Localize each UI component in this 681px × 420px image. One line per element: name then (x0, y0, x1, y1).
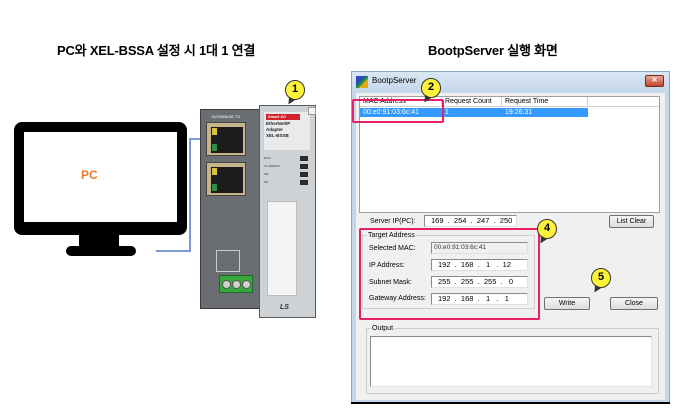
power-terminal-block (219, 275, 253, 293)
led-ns: NS (264, 180, 310, 185)
request-list[interactable]: MAC Address Request Count Request Time 0… (359, 96, 660, 213)
window-close-button[interactable]: ✕ (645, 75, 664, 87)
write-button[interactable]: Write (544, 297, 590, 310)
output-textarea[interactable] (370, 336, 652, 387)
smart-io-tag: Smart I/O (266, 114, 300, 120)
pc-monitor-icon: PC (14, 122, 187, 235)
ip-address-input[interactable]: 192 . 168 . 1 . 12 (431, 259, 528, 271)
list-clear-button[interactable]: List Clear (609, 215, 654, 228)
column-empty (588, 97, 661, 107)
device-front-panel: Smart I/O EtherNet/IP Adapter XEL-BSSB R… (259, 105, 316, 318)
device-sticker (267, 201, 297, 296)
output-group: Output (366, 324, 659, 394)
output-title: Output (371, 324, 395, 333)
row-time: 19:26:31 (505, 109, 533, 116)
device-model-text: EtherNet/IP Adapter XEL-BSSB (266, 121, 291, 138)
ethernet-cable-pc-end (156, 250, 191, 252)
ip-address-label: IP Address: (369, 262, 405, 269)
device-port-panel: 10/100BASE-TX (200, 109, 260, 309)
left-heading: PC와 XEL-BSSA 설정 시 1대 1 연결 (57, 43, 256, 58)
window-client-area: MAC Address Request Count Request Time 0… (356, 93, 665, 400)
monitor-neck (79, 235, 119, 249)
column-request-count[interactable]: Request Count (442, 97, 502, 107)
ethernet-cable (189, 138, 191, 251)
list-header: MAC Address Request Count Request Time (360, 97, 659, 107)
ethernet-port-2 (206, 162, 246, 196)
bootpserver-window: BootpServer ✕ MAC Address Request Count … (351, 71, 670, 404)
pc-label: PC (81, 168, 98, 182)
list-row-selected[interactable]: 00:e0:91:03:6c:41 1 19:26:31 (360, 108, 588, 117)
monitor-screen (24, 132, 177, 222)
selected-mac-label: Selected MAC: (369, 245, 416, 252)
server-ip-label: Server IP(PC): (370, 218, 416, 225)
mac-row-highlight (352, 99, 444, 123)
window-title: BootpServer (372, 76, 417, 85)
subnet-mask-input[interactable]: 255 . 255 . 255 . 0 (431, 276, 528, 288)
close-button[interactable]: Close (610, 297, 658, 310)
callout-5: 5 (591, 268, 611, 288)
xel-bssa-device: 10/100BASE-TX Smart I/O EtherNet/IP Adap… (200, 105, 316, 318)
window-bottom-edge (351, 402, 670, 404)
callout-4: 4 (537, 219, 557, 239)
row-count: 1 (445, 109, 449, 116)
callout-2: 2 (421, 78, 441, 98)
target-address-title: Target Address (367, 231, 416, 240)
gateway-address-input[interactable]: 192 . 168 . 1 . 1 (431, 293, 528, 305)
led-run: RUN (264, 156, 310, 161)
ethernet-port-1 (206, 122, 246, 156)
subnet-mask-label: Subnet Mask: (369, 279, 412, 286)
target-address-group: Target Address Selected MAC: 00:e0:91:03… (362, 231, 535, 309)
column-mac-address[interactable]: MAC Address (360, 97, 442, 107)
device-label-panel: Smart I/O EtherNet/IP Adapter XEL-BSSB (264, 112, 310, 150)
row-mac: 00:e0:91:03:6c:41 (363, 109, 420, 116)
wiring-diagram (216, 250, 240, 272)
ls-logo: LS (280, 304, 289, 311)
gateway-address-label: Gateway Address: (369, 295, 426, 302)
column-request-time[interactable]: Request Time (502, 97, 588, 107)
led-io-error: I/O ERROR (264, 164, 310, 169)
led-ms: MS (264, 172, 310, 177)
device-corner-tab (308, 107, 316, 115)
selected-mac-field: 00:e0:91:03:6c:41 (431, 242, 528, 254)
port-label: 10/100BASE-TX (211, 114, 241, 119)
callout-1: 1 (285, 80, 305, 100)
server-ip-input[interactable]: 169 . 254 . 247 . 250 (424, 215, 517, 227)
title-bar[interactable]: BootpServer ✕ (352, 72, 669, 93)
target-address-highlight (359, 228, 540, 320)
app-icon (356, 76, 368, 88)
monitor-base (66, 246, 136, 256)
right-heading: BootpServer 실행 화면 (428, 43, 558, 58)
